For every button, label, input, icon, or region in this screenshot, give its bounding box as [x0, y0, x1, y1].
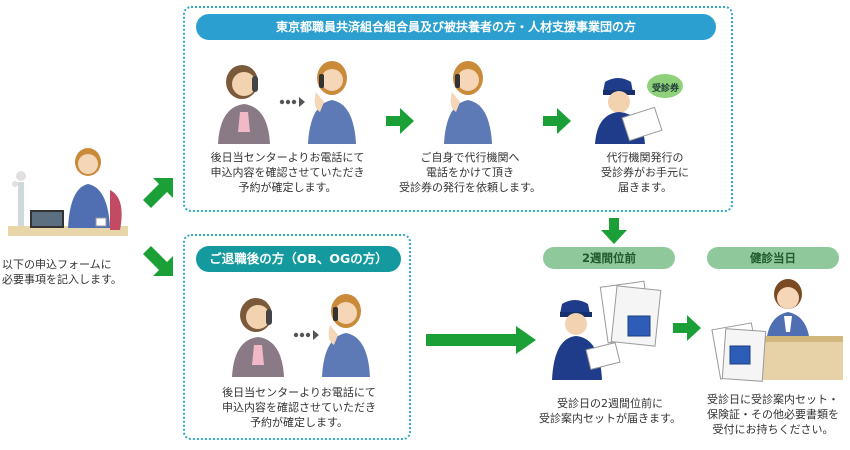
arrow-up-right-icon: [143, 178, 173, 208]
top-step3-caption: 代行機関発行の 受診券がお手元に 届きます。: [601, 151, 689, 194]
woman-calling-illustration: [444, 61, 492, 144]
top-group-title: 東京都職員共済組合組合員及び被扶養者の方・人材支援事業団の方: [196, 14, 716, 40]
mail-carrier-illustration-top: [595, 74, 683, 144]
retired-group-frame: [183, 234, 411, 440]
top-step1-caption: 後日当センターよりお電話にて 申込内容を確認させていただき 予約が確定します。: [210, 151, 365, 194]
exam-day-caption: 受診日に受診案内セット・ 保険証・その他必要書類を 受付にお持ちください。: [707, 393, 839, 436]
arrow-right-icon: [673, 315, 701, 341]
arrow-down-icon: [601, 218, 627, 244]
ticket-label: 受診券: [652, 84, 680, 94]
arrow-right-icon: [543, 108, 571, 134]
arrow-down-right-icon: [143, 246, 173, 276]
mail-carrier-with-guide-set-illustration: [552, 280, 662, 380]
reception-desk-illustration: [711, 279, 843, 382]
top-group-frame: [183, 6, 733, 212]
arrow-right-icon: [386, 108, 414, 134]
retired-caption: 後日当センターよりお電話にて 申込内容を確認させていただき 予約が確定します。: [222, 386, 376, 429]
woman-at-laptop-illustration: [8, 148, 128, 236]
arrow-right-long-icon: [426, 326, 536, 354]
start-caption: 以下の申込フォームに 必要事項を記入します。: [2, 258, 122, 286]
exam-day-label: 健診当日: [707, 247, 839, 269]
top-step2-caption: ご自身で代行機関へ 電話をかけて頂き 受診券の発行を依頼します。: [399, 151, 541, 194]
phone-call-illustration-top: [218, 61, 356, 144]
two-weeks-label: 2週間位前: [543, 247, 675, 269]
two-weeks-caption: 受診日の2週間位前に 受診案内セットが届きます。: [539, 397, 681, 425]
phone-call-illustration-retired: [232, 294, 370, 377]
retired-group-title: ご退職後の方（OB、OGの方）: [196, 246, 401, 272]
